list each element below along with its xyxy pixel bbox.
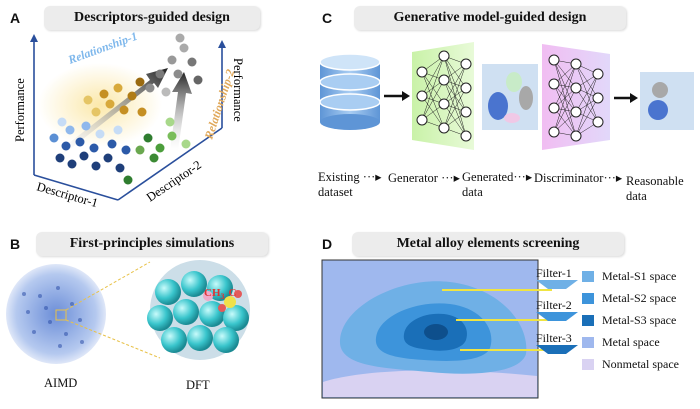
panel-b-title: First-principles simulations [36,232,268,256]
generator-network [412,42,474,150]
x-axis-1-label: Descriptor-1 [35,179,99,210]
x-axis-2-label: Descriptor-2 [144,158,204,205]
legend-swatch-nonmetal [582,358,594,370]
dft-caption: DFT [186,378,210,392]
panel-c-title: Generative model-guided design [354,6,626,30]
y-axis-left-arrowhead [30,34,38,42]
legend-nonmetal-space: Nonmetal space [582,356,679,372]
panel-a-letter: A [10,10,21,26]
panel-d-title: Metal alloy elements screening [352,232,624,256]
legend-swatch-s3 [582,314,594,326]
data-points [49,33,203,185]
panel-c-letter: C [322,10,333,26]
relationship-2-arrow [170,72,192,151]
panel-a-title: Descriptors-guided design [44,6,260,30]
filter-2-label: Filter-2 [536,298,572,312]
aimd-focus-box [55,309,67,321]
reasonable-data-image [640,72,694,130]
relationship-1-arrow [60,68,168,154]
step-generator: Generator ···▸ [388,171,460,185]
legend-swatch-s1 [582,270,594,282]
aimd-caption: AIMD [44,376,78,390]
panel-b-letter: B [10,236,21,252]
filter-1-label: Filter-1 [536,266,572,280]
relationship-1-label: Relationship-1 [65,30,139,67]
legend-metal-space: Metal space [582,334,660,350]
legend-swatch-metal [582,336,594,348]
nonmetal-space-area [323,370,537,397]
database-icon [319,53,381,130]
funnel-2-icon [536,312,578,321]
filter-3-label: Filter-3 [536,331,572,345]
legend-metal-s3: Metal-S3 space [582,312,676,328]
step-generated-data: Generated···▸data [462,170,533,199]
step-existing-dataset: Existing ···▸dataset [318,170,382,199]
legend-swatch-s2 [582,292,594,304]
legend-metal-s2: Metal-S2 space [582,290,676,306]
y-axis-left-label: Performance [13,78,27,142]
generated-data-image [482,64,538,130]
step-discriminator: Discriminator···▸ [534,171,623,185]
legend-metal-s1: Metal-S1 space [582,268,676,284]
y-axis-right-arrowhead [218,40,226,48]
x-axis-2 [117,127,223,201]
y-axis-right-label: Performance [231,58,245,122]
funnel-3-icon [536,345,578,354]
descriptor-3d-plot: Relationship-1 Relationship-2 Performanc… [13,30,245,210]
generative-pipeline-diagram [319,42,694,150]
metal-s3-core [424,324,448,340]
x-axis-1 [33,174,119,201]
funnel-1-icon [536,280,578,289]
screening-diagram [321,259,552,399]
panel-d-letter: D [322,236,333,252]
